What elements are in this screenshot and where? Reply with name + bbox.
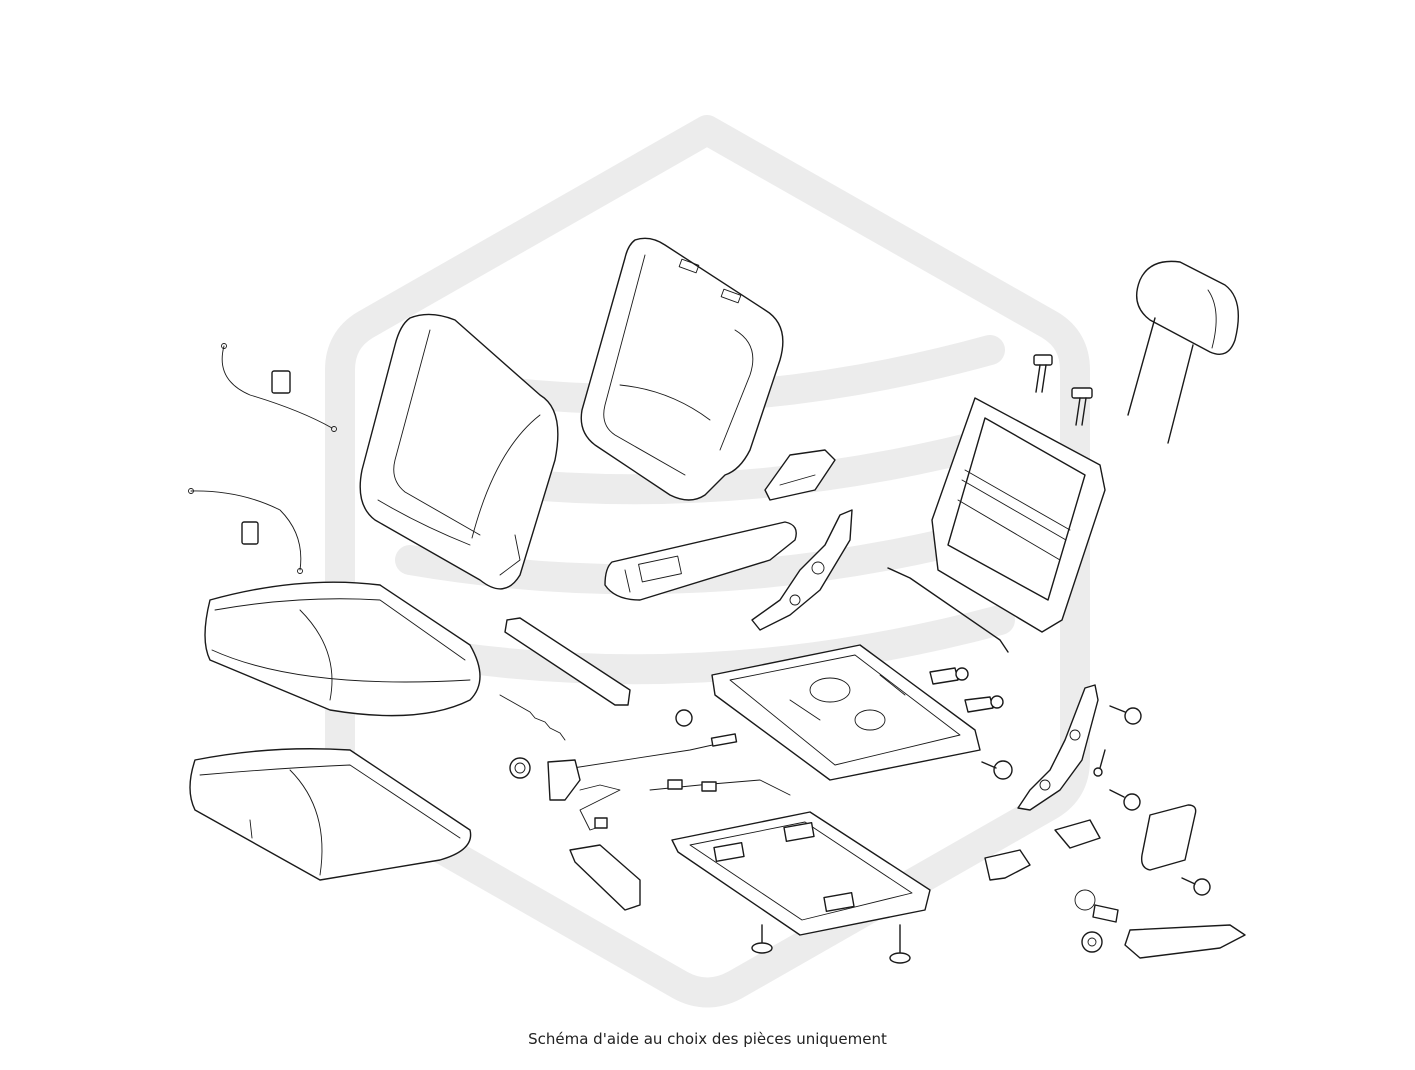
bolt-right-2 (1109, 789, 1141, 811)
seat-cushion-base (189, 748, 472, 881)
adjuster-knob (509, 757, 531, 779)
clip-small (675, 709, 693, 727)
bushing (1081, 931, 1103, 953)
tension-spring (499, 694, 566, 741)
bolt-frame-3 (981, 760, 1013, 780)
bracket-lower-1 (984, 849, 1031, 881)
seat-back-cushion (359, 313, 559, 590)
screw-tray-1 (751, 924, 773, 954)
armrest-bracket (764, 449, 836, 501)
circle-bracket (1074, 889, 1096, 911)
diagram-caption: Schéma d'aide au choix des pièces unique… (528, 1030, 887, 1048)
track-bracket-right (1124, 924, 1246, 959)
headrest-guide-right (1071, 387, 1093, 426)
seat-frame-pan (711, 644, 981, 781)
side-trim-panel (604, 521, 797, 601)
wire-harness-lower (188, 488, 303, 574)
seat-cushion-top (204, 581, 481, 717)
seat-bottom-tray (671, 811, 931, 936)
latch-bracket-left (547, 759, 581, 801)
side-cover-panel (1140, 804, 1197, 871)
seat-back-cover (580, 237, 784, 501)
recliner-mechanism-right (1017, 684, 1099, 811)
pin-right (1093, 749, 1106, 777)
bolt-lower-right (1092, 904, 1119, 923)
bolt-frame-1 (929, 667, 969, 685)
trim-strip (504, 617, 631, 706)
release-cable-assembly (559, 733, 791, 831)
headrest (1127, 260, 1239, 444)
bracket-lower-2 (1054, 819, 1101, 849)
screw-tray-2 (889, 924, 911, 964)
headrest-guide-left (1033, 354, 1053, 393)
recliner-mechanism (751, 509, 853, 631)
bolt-right-1 (1109, 705, 1142, 725)
screw-right (1181, 877, 1211, 896)
bolt-frame-2 (964, 695, 1004, 713)
seat-track-latch (569, 844, 641, 911)
seat-back-frame (887, 397, 1106, 653)
wire-harness-upper (221, 343, 337, 432)
